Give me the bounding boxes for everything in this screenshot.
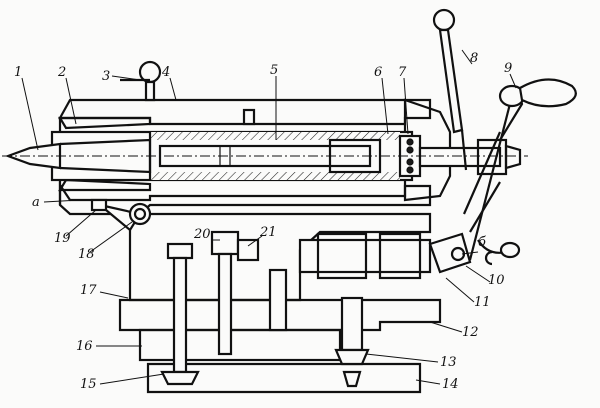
bolt-13 <box>334 296 370 388</box>
cross-slide-plate <box>118 298 442 332</box>
callout-9: 9 <box>504 61 512 76</box>
callout-19: 19 <box>54 231 71 246</box>
callout-leaders <box>21 49 517 385</box>
bolt-15 <box>160 242 200 386</box>
adjusting-screw-19 <box>90 198 108 212</box>
bolt-20 <box>210 230 240 356</box>
quill-lock-handle <box>120 60 162 102</box>
callout-2: 2 <box>57 65 66 80</box>
callout-12: 12 <box>462 325 479 340</box>
callout-8: 8 <box>470 51 478 66</box>
spindle-end <box>418 138 522 176</box>
callout-1: 1 <box>14 65 22 80</box>
callout-16: 16 <box>76 339 93 354</box>
clamp-lever <box>432 8 468 171</box>
callout-15: 15 <box>80 377 97 392</box>
callout-4: 4 <box>161 65 170 80</box>
callout-5: 5 <box>270 63 278 78</box>
callout-3: 3 <box>102 69 110 84</box>
callout-14: 14 <box>442 377 459 392</box>
bottom-plate <box>146 362 422 394</box>
oil-plug <box>242 108 256 126</box>
callout-11: 11 <box>474 295 491 310</box>
callout-7: 7 <box>398 65 407 80</box>
callout-17: 17 <box>80 283 97 298</box>
clamp-hook-icon <box>484 250 493 266</box>
base-plate <box>138 328 342 362</box>
bolt-21 <box>236 238 288 332</box>
callout-21: 21 <box>259 225 277 240</box>
callout-18: 18 <box>78 247 95 262</box>
callout-b: б <box>478 235 486 250</box>
callout-13: 13 <box>440 355 457 370</box>
eccentric-shaft <box>298 232 472 280</box>
handwheel <box>462 78 577 261</box>
callout-20: 20 <box>193 227 211 242</box>
callout-labels: 1 2 3 4 5 6 7 8 9 a 19 18 20 21 б 10 11 … <box>14 51 512 392</box>
callout-10: 10 <box>488 273 505 288</box>
callout-a: a <box>32 195 40 210</box>
callout-6: 6 <box>374 65 382 80</box>
